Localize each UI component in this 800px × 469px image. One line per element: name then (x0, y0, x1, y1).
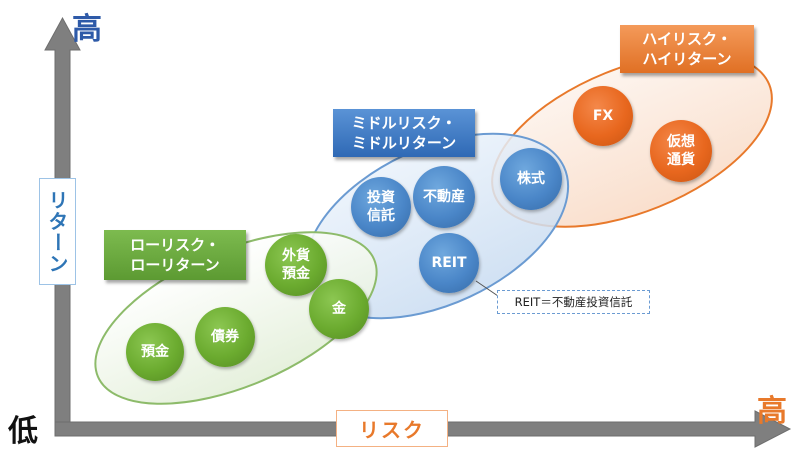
y-axis-label-box: リターン (39, 178, 76, 285)
asset-gold: 金 (309, 279, 369, 339)
x-axis-label: リスク (359, 418, 425, 442)
asset-deposit: 預金 (126, 323, 184, 381)
x-axis-high-label: 高 (757, 394, 787, 429)
asset-reit: REIT (419, 233, 479, 293)
origin-low-label: 低 (8, 414, 38, 449)
reit-note-box: REIT＝不動産投資信託 (497, 290, 650, 314)
reit-note: REIT＝不動産投資信託 (514, 295, 633, 309)
asset-foreign-currency-deposit: 外貨 預金 (265, 234, 327, 296)
asset-crypto: 仮想 通貨 (650, 120, 712, 182)
high-risk-label: ハイリスク・ ハイリターン (642, 29, 732, 68)
low-risk-label-box: ローリスク・ ローリターン (104, 230, 246, 280)
x-axis-label-box: リスク (336, 410, 448, 447)
asset-real-estate: 不動産 (413, 166, 475, 228)
asset-bond: 債券 (195, 307, 255, 367)
asset-stock: 株式 (500, 148, 562, 210)
high-risk-label-box: ハイリスク・ ハイリターン (620, 25, 754, 73)
y-axis-high-label: 高 (72, 12, 102, 47)
low-risk-label: ローリスク・ ローリターン (130, 235, 220, 274)
middle-risk-label: ミドルリスク・ ミドルリターン (351, 113, 457, 152)
middle-risk-label-box: ミドルリスク・ ミドルリターン (333, 109, 475, 157)
y-axis-label: リターン (45, 189, 69, 274)
reit-note-connector (475, 280, 499, 297)
asset-investment-trust: 投資 信託 (351, 177, 411, 237)
asset-fx: FX (573, 86, 633, 146)
